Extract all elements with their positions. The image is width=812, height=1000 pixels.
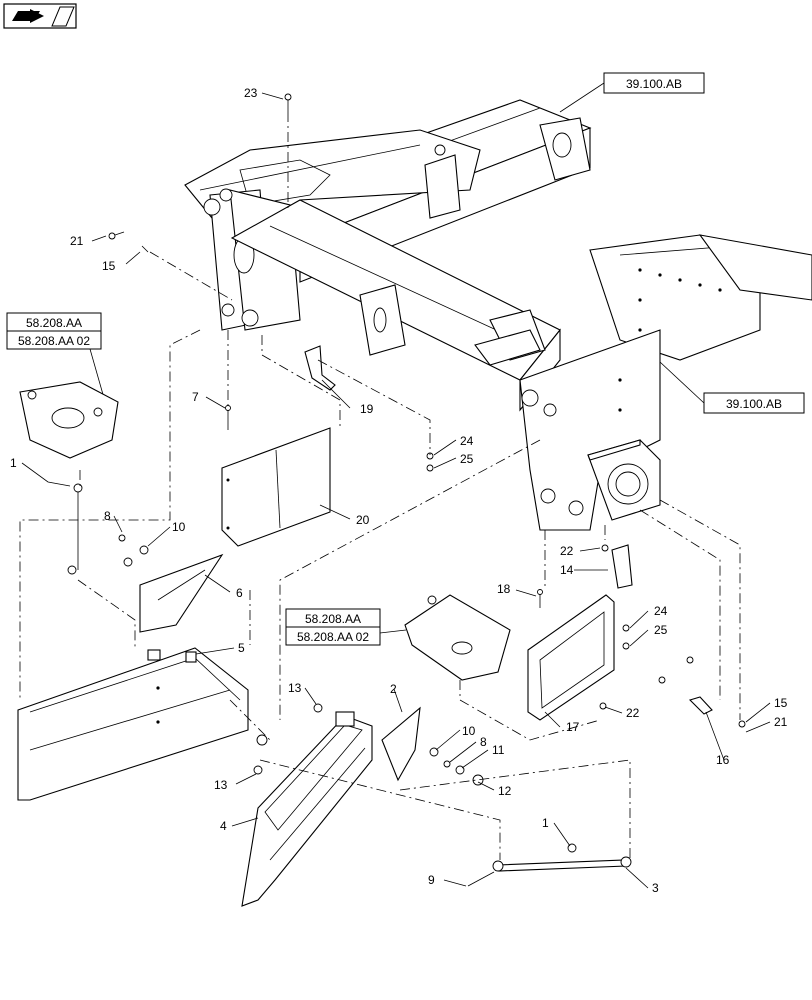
ref-box-frame-top[interactable]: 39.100.AB [559,72,705,113]
alignment-lines [19,112,741,860]
callout-24[interactable]: 24 [460,434,474,448]
callout-25[interactable]: 25 [654,623,668,637]
callout-8[interactable]: 8 [104,509,111,523]
ref-box-left[interactable]: 58.208.AA 58.208.AA 02 [6,312,105,399]
svg-text:39.100.AB: 39.100.AB [626,77,682,91]
callout-13[interactable]: 13 [288,681,302,695]
callout-18[interactable]: 18 [497,582,511,596]
ref-box-middle[interactable]: 58.208.AA 58.208.AA 02 [285,608,407,646]
callout-19[interactable]: 19 [360,402,374,416]
callout-24[interactable]: 24 [654,604,668,618]
svg-text:58.208.AA: 58.208.AA [26,316,82,330]
callout-6[interactable]: 6 [236,586,243,600]
callout-23[interactable]: 23 [244,86,258,100]
callout-25[interactable]: 25 [460,452,474,466]
callout-4[interactable]: 4 [220,819,227,833]
ref-box-frame-right[interactable]: 39.100.AB [659,361,805,414]
book-arrow-icon[interactable] [3,3,77,29]
callout-16[interactable]: 16 [716,753,730,767]
svg-text:58.208.AA 02: 58.208.AA 02 [18,334,90,348]
callout-7[interactable]: 7 [192,390,199,404]
bracket-19 [304,345,336,391]
callout-8[interactable]: 8 [480,735,487,749]
shield-6 [139,553,224,633]
main-frame [184,99,812,531]
callout-17[interactable]: 17 [566,720,580,734]
mount-bracket-middle [404,594,511,681]
callout-21[interactable]: 21 [774,715,788,729]
mount-bracket-left [19,381,119,459]
callout-22[interactable]: 22 [626,706,640,720]
callout-15[interactable]: 15 [102,259,116,273]
svg-text:39.100.AB: 39.100.AB [726,397,782,411]
shield-20 [221,427,331,547]
shield-4 [241,711,373,907]
callout-2[interactable]: 2 [390,682,397,696]
callout-15[interactable]: 15 [774,696,788,710]
callout-1[interactable]: 1 [10,456,17,470]
callout-11[interactable]: 11 [492,743,505,757]
callout-numbers: 23 21 15 7 19 24 25 20 1 8 10 6 5 13 13 … [10,86,788,895]
callout-20[interactable]: 20 [356,513,370,527]
callout-3[interactable]: 3 [652,881,659,895]
rod-16 [688,696,713,715]
callout-5[interactable]: 5 [238,641,245,655]
shield-17 [527,594,615,721]
callout-leaders [21,92,771,889]
callout-9[interactable]: 9 [428,873,435,887]
callout-13[interactable]: 13 [214,778,228,792]
callout-1[interactable]: 1 [542,816,549,830]
callout-22[interactable]: 22 [560,544,574,558]
shield-2 [381,706,421,782]
bracket-14 [611,544,633,589]
rod-3 [492,856,632,872]
callout-10[interactable]: 10 [172,520,186,534]
callout-12[interactable]: 12 [498,784,512,798]
callout-21[interactable]: 21 [70,234,84,248]
callout-14[interactable]: 14 [560,563,574,577]
svg-text:58.208.AA 02: 58.208.AA 02 [297,630,369,644]
shield-5 [17,647,249,801]
callout-10[interactable]: 10 [462,724,476,738]
svg-text:58.208.AA: 58.208.AA [305,612,361,626]
